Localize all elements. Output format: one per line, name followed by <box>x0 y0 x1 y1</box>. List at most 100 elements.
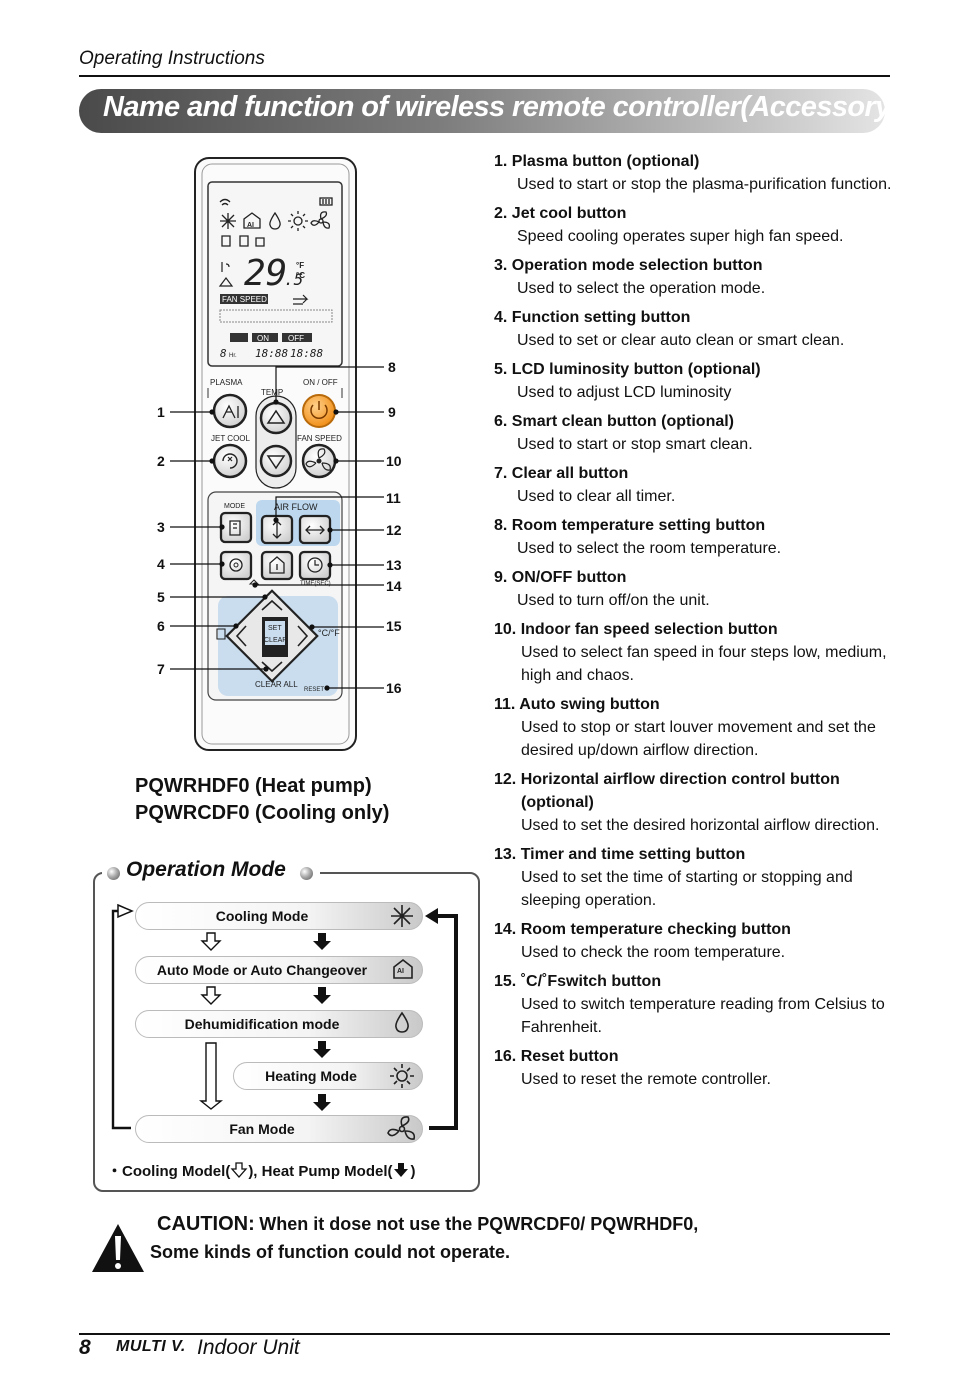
ai-icon-text: AI <box>397 968 404 975</box>
callout-1: 1 <box>157 404 165 420</box>
lcd-decimal: .5 <box>284 270 303 289</box>
hollow-arrow-icon <box>230 1162 248 1178</box>
callout-12: 12 <box>386 522 402 538</box>
brand-logo: MULTI V. <box>116 1338 186 1355</box>
smart-clean-icon <box>216 628 226 640</box>
lcd-timer-icon <box>230 333 248 342</box>
ai-icon <box>393 958 413 979</box>
lcd-timer-on: 18:88 <box>255 347 288 360</box>
cooling-arrow-icons <box>199 932 223 1110</box>
function-list: 1. Plasma button (optional)Used to start… <box>494 150 894 1097</box>
fan-icon <box>387 1116 416 1140</box>
heat-pump-arrow-icons <box>313 933 331 1111</box>
lcd-arrow-icon <box>293 294 309 305</box>
mode-fan: Fan Mode <box>135 1115 423 1143</box>
label-reset: RESET <box>304 687 324 693</box>
temp-down-icon <box>266 455 286 470</box>
sun-icon <box>390 1064 414 1088</box>
label-temp: TEMP <box>261 388 283 397</box>
return-loop-line <box>111 909 131 1130</box>
label-on-off: ON / OFF <box>303 378 338 387</box>
pad-right-icon <box>297 625 309 647</box>
callout-15: 15 <box>386 618 402 634</box>
mode-legend: ・Cooling Model(), Heat Pump Model() <box>107 1162 416 1180</box>
lcd-top-icons <box>219 197 333 247</box>
callout-5: 5 <box>157 589 165 605</box>
lcd-side-icons <box>218 262 234 287</box>
mode-cooling: Cooling Mode <box>135 902 423 930</box>
snowflake-icon <box>391 905 413 927</box>
label-plasma: PLASMA <box>210 378 243 387</box>
callout-numbers: 1 2 3 4 5 6 7 8 9 10 11 12 13 14 15 16 <box>157 359 402 696</box>
label-clear: CLEAR <box>264 637 287 644</box>
callout-6: 6 <box>157 618 165 634</box>
lcd-screen <box>207 181 343 367</box>
function-item: 12. Horizontal airflow direction control… <box>494 771 880 834</box>
clock-icon <box>307 557 323 573</box>
caution-text-2: Some kinds of function could not operate… <box>150 1242 511 1262</box>
drop-icon <box>395 1011 409 1033</box>
operation-mode-title: Operation Mode <box>126 858 286 881</box>
function-item: 1. Plasma button (optional)Used to start… <box>494 153 892 193</box>
lcd-fan-bar <box>219 309 333 323</box>
mode-dehumidification: Dehumidification mode <box>135 1010 423 1038</box>
label-air-flow: AIR FLOW <box>274 502 318 512</box>
temp-up-icon <box>266 409 286 424</box>
lcd-off: OFF <box>288 334 304 343</box>
page-number: 8 <box>79 1336 91 1359</box>
warning-icon <box>92 1224 144 1272</box>
callout-11: 11 <box>386 490 401 506</box>
mode-icon <box>229 520 241 536</box>
pad-down-icon <box>261 661 283 673</box>
function-item: 6. Smart clean button (optional)Used to … <box>494 413 753 453</box>
operation-mode-flow: AI <box>111 903 458 1140</box>
callout-3: 3 <box>157 519 165 535</box>
jet-cool-button <box>212 443 248 479</box>
lcd-unit-f: °F <box>296 261 304 270</box>
model-cooling-only: PQWRCDF0 (Cooling only) <box>135 802 390 824</box>
fan-speed-button <box>301 443 337 479</box>
house-icon <box>269 556 285 574</box>
function-setting-button <box>219 550 253 581</box>
lcd-timer-off: 18:88 <box>290 347 323 360</box>
lcd-hr: Hr. <box>229 353 237 359</box>
label-cf: °C/°F <box>318 628 340 638</box>
mode-auto: Auto Mode or Auto Changeover <box>135 956 423 984</box>
heat-pump-arrow-icon <box>425 908 438 924</box>
bullet-ball-icon <box>107 867 120 880</box>
callout-14: 14 <box>386 578 402 594</box>
on-off-button <box>302 394 336 428</box>
plasma-button <box>212 393 248 429</box>
callout-lines <box>170 366 384 691</box>
title-banner <box>79 89 885 133</box>
function-item: 5. LCD luminosity button (optional)Used … <box>494 361 761 401</box>
temp-down-button <box>259 444 293 478</box>
pad-up-icon <box>261 599 283 611</box>
model-heat-pump: PQWRHDF0 (Heat pump) <box>135 775 372 797</box>
temp-up-button <box>259 401 293 435</box>
label-set: SET <box>268 625 282 632</box>
label-mode: MODE <box>224 503 245 510</box>
header-divider <box>79 75 890 77</box>
callout-13: 13 <box>386 557 402 573</box>
label-time-sec: TIME(SEC) <box>300 581 331 587</box>
callout-10: 10 <box>386 453 402 469</box>
page-title: Name and function of wireless remote con… <box>103 91 900 123</box>
callout-4: 4 <box>157 556 165 572</box>
lcd-temperature: 29 <box>244 253 287 294</box>
lcd-fan-speed-bg <box>220 294 268 304</box>
callout-8: 8 <box>388 359 396 375</box>
label-jet-cool: JET COOL <box>211 434 251 443</box>
